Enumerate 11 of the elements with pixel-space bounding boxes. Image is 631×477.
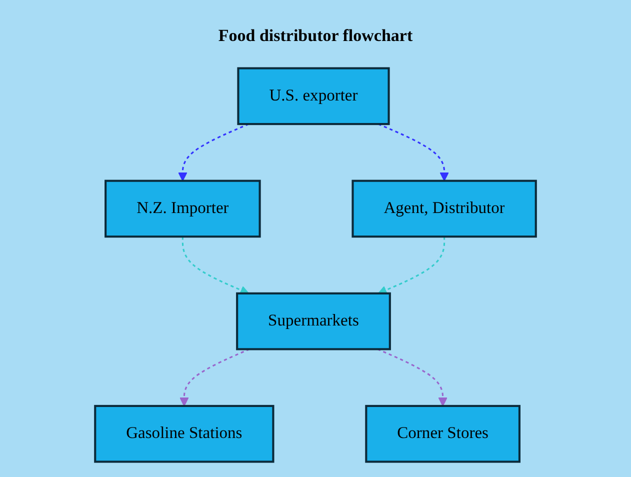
node-box: Agent, Distributor [352,180,537,238]
arrow [378,236,446,294]
arrow [180,348,250,406]
node-box: U.S. exporter [237,67,390,126]
node-box: N.Z. Importer [104,180,261,238]
arrow [182,236,250,294]
arrow [377,348,448,406]
title: Food distributor flowchart [218,25,413,47]
node-box: Corner Stores [365,404,520,463]
node-box: Gasoline Stations [94,404,274,463]
node-box: Supermarkets [236,292,391,350]
